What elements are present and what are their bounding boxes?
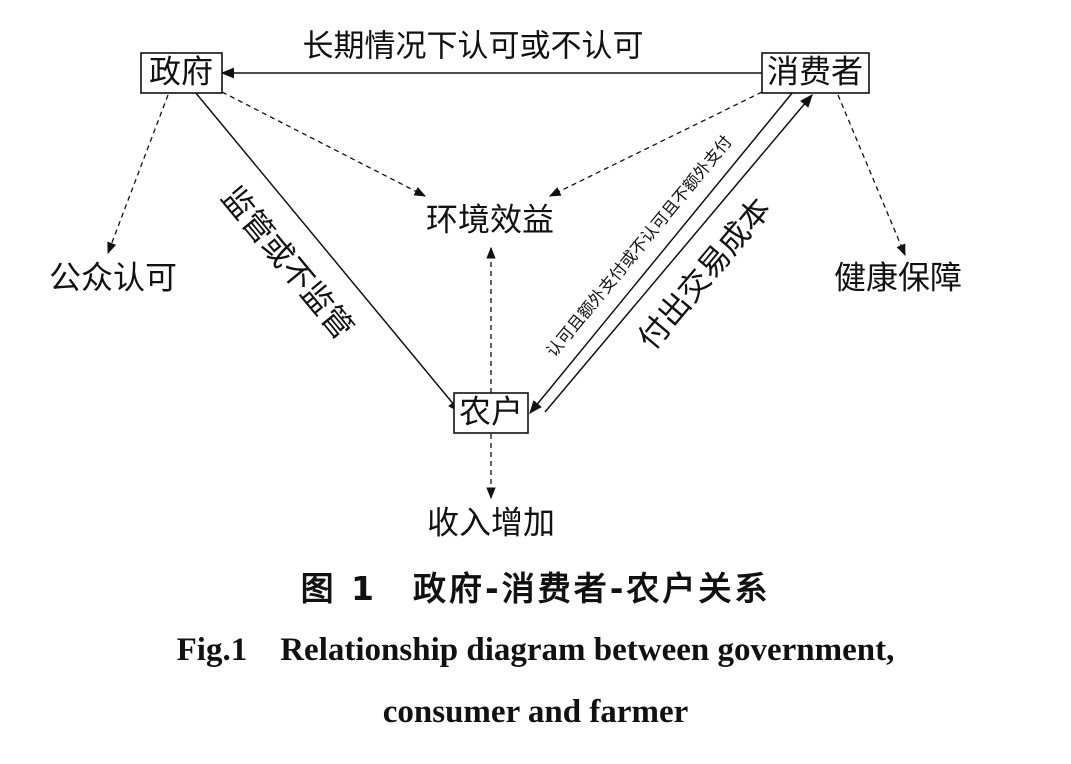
- figure-number-cn: 图 1: [300, 569, 378, 608]
- node-government-label: 政府: [149, 53, 213, 91]
- figure-caption-english-line2: consumer and farmer: [382, 694, 689, 730]
- node-income: 收入增加: [427, 504, 555, 542]
- node-public: 公众认可: [49, 259, 177, 297]
- edge-consumer-to-environment: [548, 91, 763, 197]
- node-consumer: 消费者: [761, 52, 870, 94]
- edge-label-consumer-to-government: 长期情况下认可或不认可: [303, 29, 644, 65]
- node-health: 健康保障: [834, 259, 962, 297]
- node-consumer-label: 消费者: [767, 53, 863, 91]
- relationship-diagram: 长期情况下认可或不认可 监管或不监管 认可且额外支付或不认可且不额外支付 付出交…: [49, 29, 962, 542]
- figure-caption-english-line1: Fig.1 Relationship diagram between gover…: [176, 632, 895, 668]
- edge-government-to-environment: [221, 91, 427, 197]
- node-environment: 环境效益: [426, 201, 554, 239]
- edge-label-government-to-farmer: 监管或不监管: [214, 180, 360, 346]
- node-farmer-label: 农户: [459, 393, 523, 431]
- node-farmer: 农户: [453, 392, 529, 434]
- edge-government-to-public: [107, 94, 169, 255]
- node-government: 政府: [140, 52, 223, 94]
- edge-farmer-to-consumer: [544, 93, 813, 413]
- figure-caption-chinese: 图 1 政府-消费者-农户关系: [0, 562, 1071, 610]
- edge-government-to-farmer: [194, 91, 461, 414]
- edge-consumer-to-health: [837, 94, 906, 257]
- figure-title-cn: 政府-消费者-农户关系: [413, 569, 771, 608]
- edge-consumer-to-farmer: [529, 91, 794, 415]
